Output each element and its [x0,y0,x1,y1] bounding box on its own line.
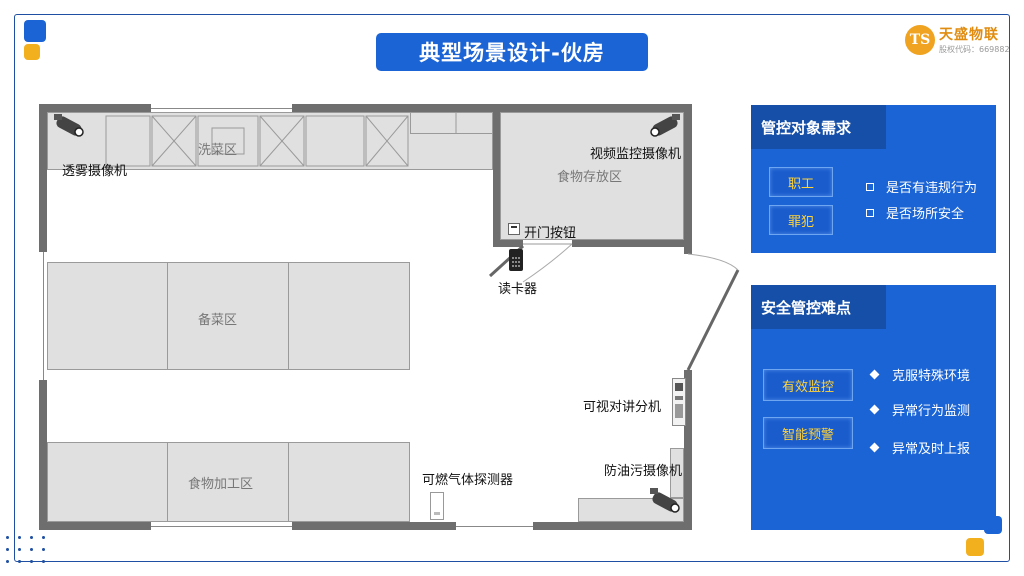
processing-zone [47,442,410,522]
tag-inmate: 罪犯 [769,205,833,235]
label-oil-camera: 防油污摄像机 [604,464,683,479]
tag-staff: 职工 [769,167,833,197]
page-title-text: 典型场景设计-伙房 [419,41,605,65]
zone-label-prep: 备菜区 [198,313,238,328]
wall-bottom-right [533,522,692,530]
wall-left-lower [39,380,47,530]
deco-square-orange-top [24,44,40,60]
tag-effective-monitoring: 有效监控 [763,369,853,401]
oil-camera-icon [650,488,680,513]
storage-wall-bottom-left [493,240,523,247]
prep-zone [47,262,410,370]
label-intercom: 可视对讲分机 [583,400,662,415]
square-bullet-icon [866,182,874,191]
company-logo: TS 天盛物联 股权代码：669882 [905,24,1010,55]
video-camera-icon [650,114,680,137]
label-fog-camera: 透雾摄像机 [62,164,128,179]
difficulty-item-3: 异常及时上报 [869,438,970,457]
slide-frame [14,14,1010,562]
deco-square-blue-top [24,20,46,42]
storage-wall-bottom-right [572,240,688,247]
wall-bottom-left [39,522,151,530]
intercom-icon [672,378,686,426]
zone-label-processing: 食物加工区 [188,477,254,492]
card-reader-icon [509,249,523,271]
difficulty-item-1: 克服特殊环境 [869,365,970,384]
tag-smart-alert: 智能预警 [763,417,853,449]
door-line-left [43,252,44,380]
page-title: 典型场景设计-伙房 [376,33,648,71]
diamond-bullet-icon [869,369,880,380]
panel-requirements: 管控对象需求 职工 罪犯 是否有违规行为 是否场所安全 [751,105,996,253]
diamond-bullet-icon [869,404,880,415]
panel-requirements-heading: 管控对象需求 [751,105,886,149]
requirement-item-1: 是否有违规行为 [866,177,977,196]
processing-divider-2 [288,442,289,522]
wash-counter-end [410,112,493,134]
gas-detector-icon [430,492,444,520]
label-card-reader: 读卡器 [498,282,538,297]
wall-right-upper [684,104,692,254]
zone-label-storage: 食物存放区 [557,170,623,185]
door-line-top [151,108,292,109]
wall-bottom-mid [292,522,456,530]
zone-label-wash: 洗菜区 [198,143,238,158]
deco-square-orange-bottom [966,538,984,556]
label-exit-button: 开门按钮 [524,226,577,241]
panel-difficulties: 安全管控难点 有效监控 智能预警 克服特殊环境 异常行为监测 异常及时上报 [751,285,996,530]
prep-divider-1 [167,262,168,370]
wall-top-right [292,104,692,112]
door-line-bottom-right [456,526,533,527]
processing-divider-1 [167,442,168,522]
square-bullet-icon [866,208,874,217]
label-gas-detector: 可燃气体探测器 [422,473,514,488]
door-line-bottom-left [151,526,292,527]
counter-right-side [670,448,684,498]
exit-button-icon [508,223,520,235]
difficulty-item-2: 异常行为监测 [869,400,970,419]
storage-wall-left [493,104,500,246]
logo-mark: TS [905,24,935,55]
label-video-camera: 视频监控摄像机 [590,147,682,162]
wall-left-upper [39,104,47,252]
requirement-item-2: 是否场所安全 [866,203,964,222]
diamond-bullet-icon [869,442,880,453]
logo-name: 天盛物联 [939,27,999,43]
logo-code: 股权代码：669882 [939,45,1010,54]
fog-camera-icon [54,114,84,137]
prep-divider-2 [288,262,289,370]
panel-difficulties-heading: 安全管控难点 [751,285,886,329]
wall-top-left [39,104,151,112]
wall-right-lower [684,370,692,530]
